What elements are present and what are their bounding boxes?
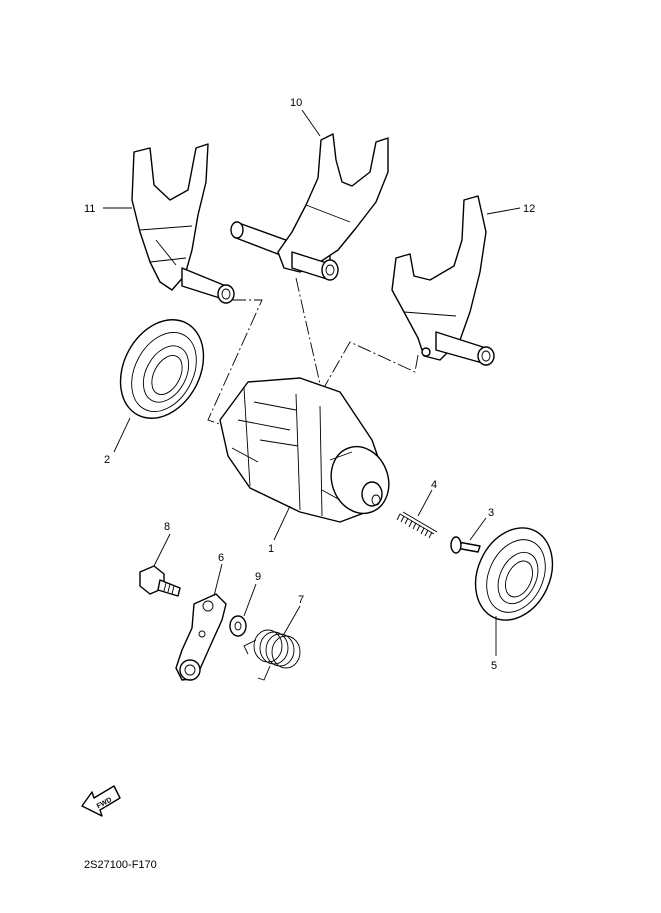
- callout-9: 9: [255, 571, 261, 583]
- stopper-lever-6: [175, 593, 227, 681]
- shift-cam-1: [219, 377, 390, 523]
- callout-7: 7: [298, 594, 304, 606]
- callout-4: 4: [431, 479, 437, 491]
- shift-fork-10: [230, 133, 389, 281]
- callout-3: 3: [488, 507, 494, 519]
- callout-11: 11: [84, 203, 95, 215]
- washer-9: [229, 615, 247, 637]
- callout-1: 1: [268, 543, 274, 555]
- callout-8: 8: [164, 521, 170, 533]
- callout-10: 10: [290, 97, 302, 109]
- bearing-2: [119, 319, 205, 419]
- spring-4: [396, 511, 438, 539]
- fwd-arrow-icon: FWD: [81, 785, 121, 817]
- callout-6: 6: [218, 552, 224, 564]
- torsion-spring-7: [243, 629, 301, 681]
- leader-lines: [103, 109, 521, 656]
- shift-fork-12: [391, 195, 495, 366]
- shift-fork-11: [131, 143, 235, 304]
- callout-2: 2: [104, 454, 110, 466]
- bearing-5: [474, 527, 554, 621]
- bolt-8: [139, 565, 181, 597]
- callout-12: 12: [523, 203, 535, 215]
- pin-3: [450, 536, 481, 554]
- callout-5: 5: [491, 660, 497, 672]
- figure-code: 2S27100-F170: [84, 859, 157, 871]
